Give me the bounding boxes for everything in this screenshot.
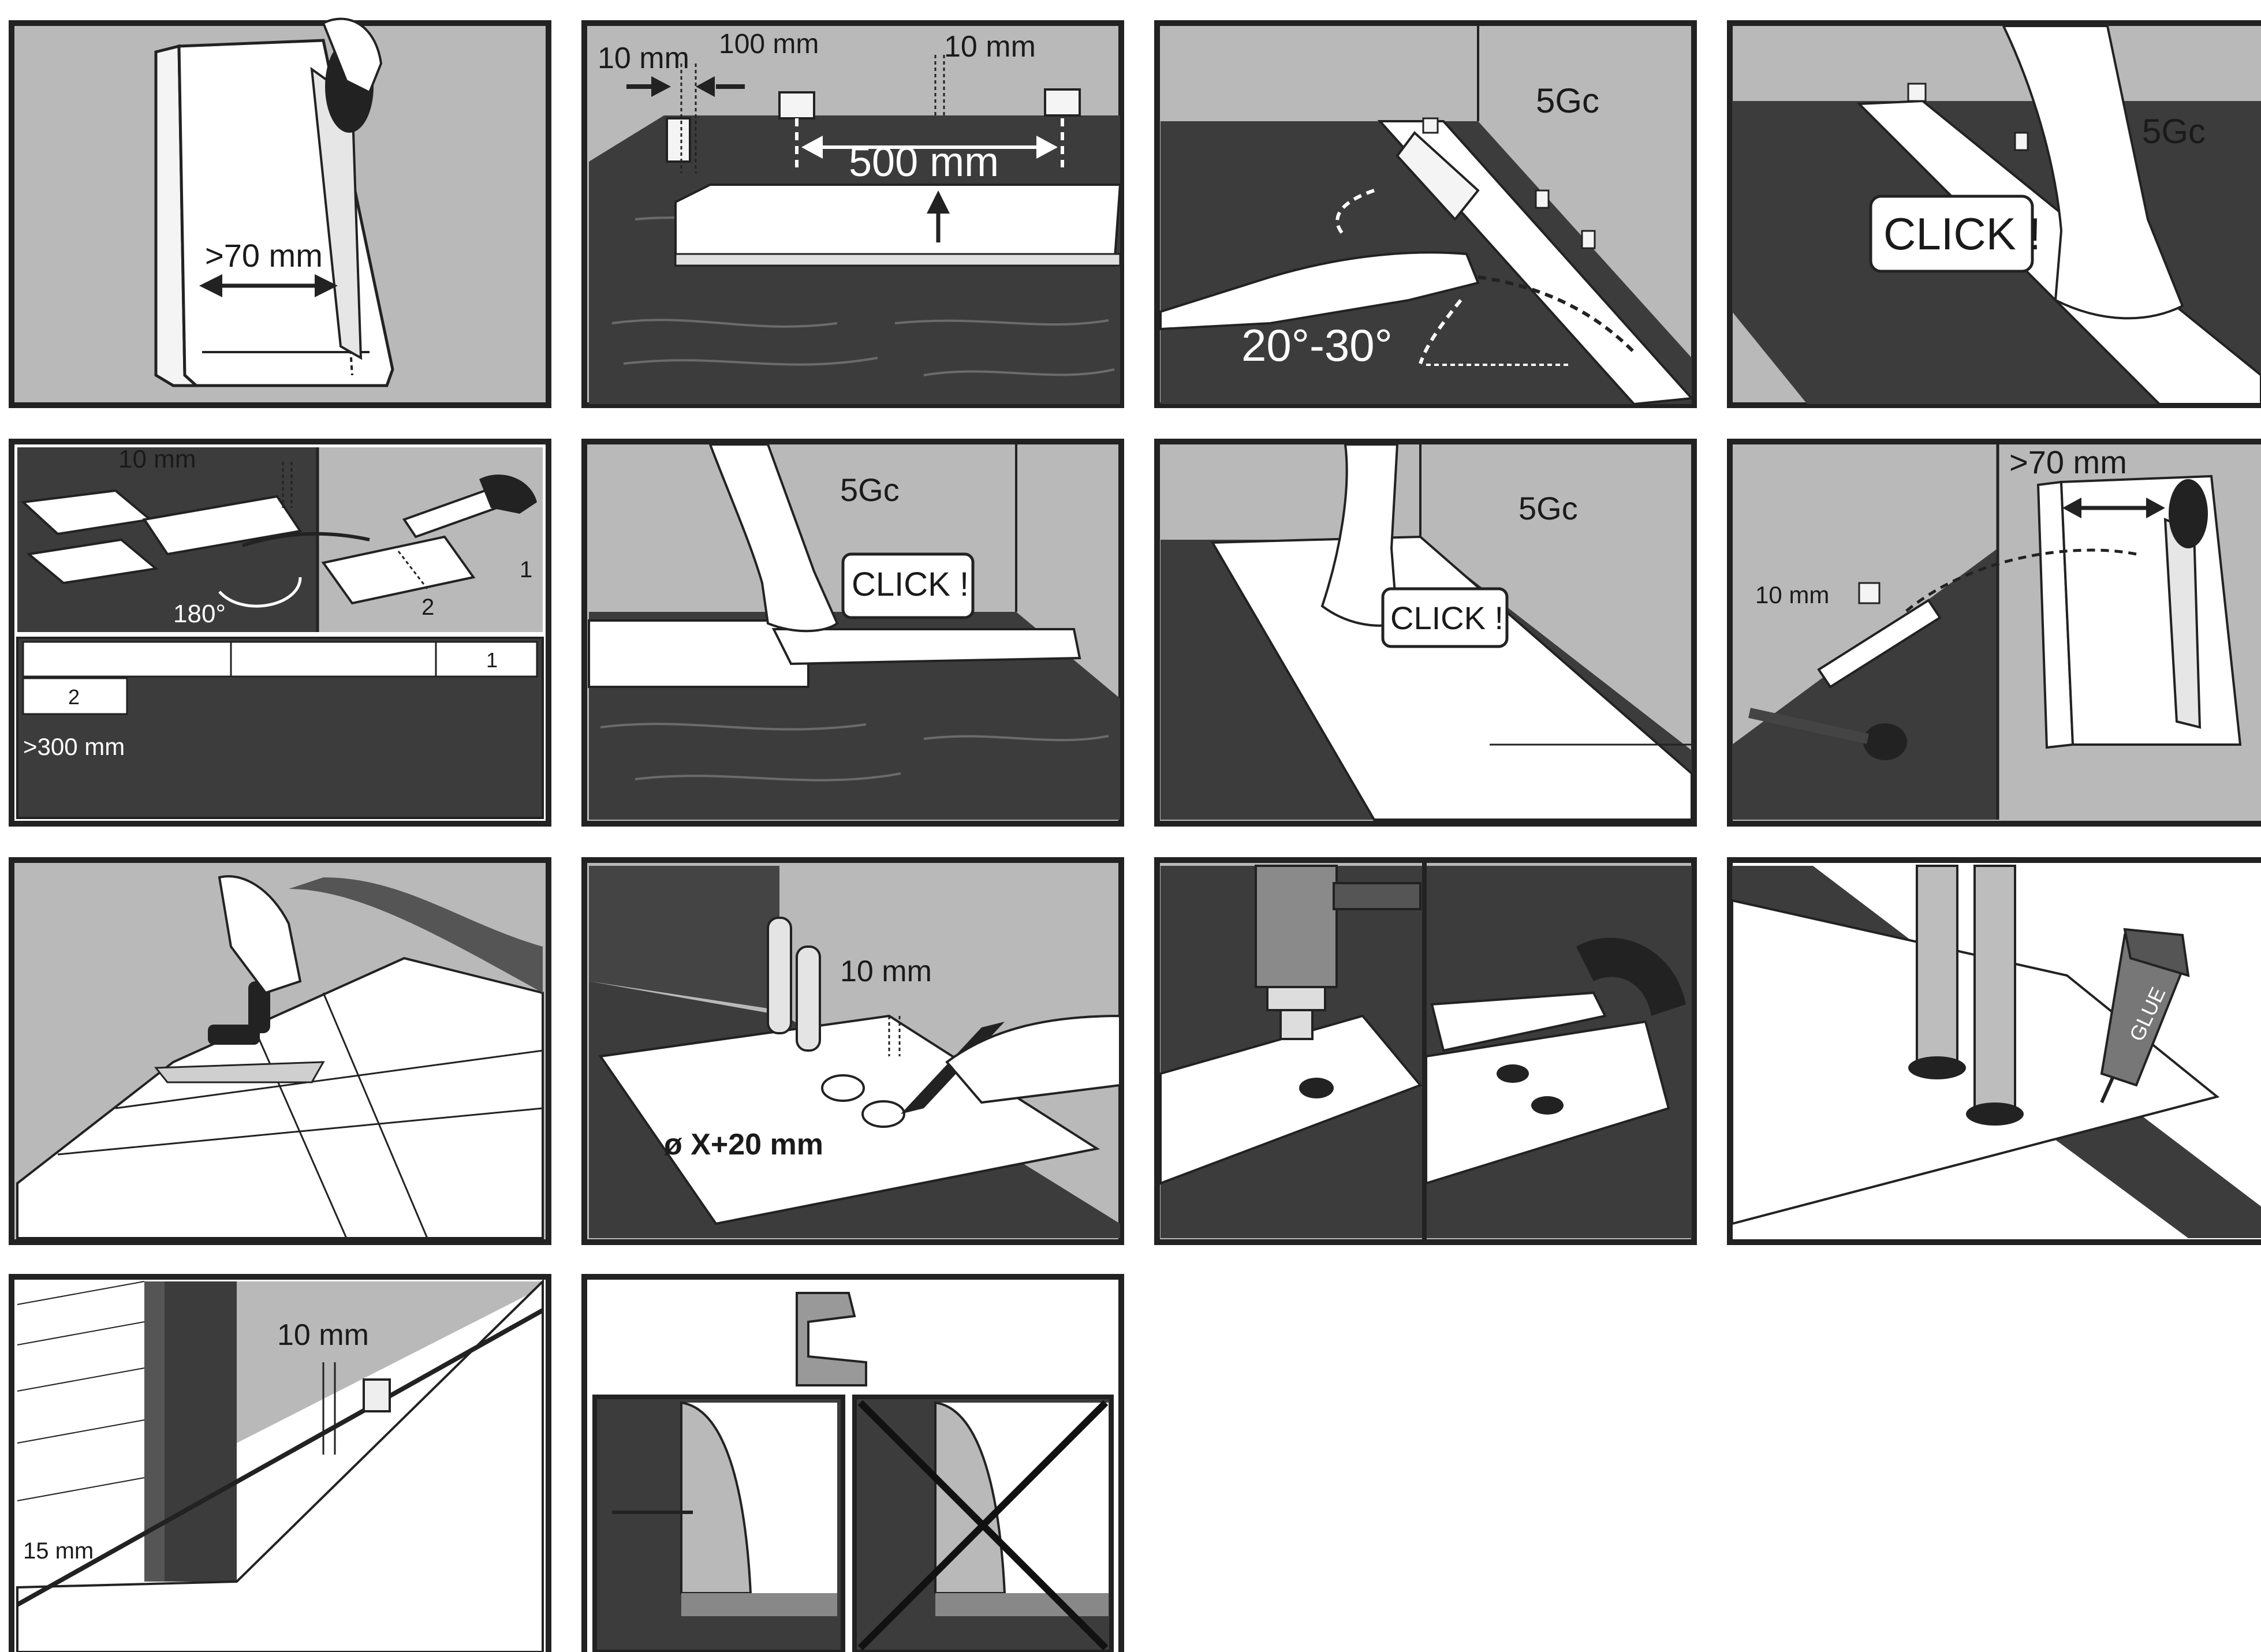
click-callout: CLICK !	[1883, 208, 2041, 259]
tape-measure-icon	[1748, 708, 1907, 760]
panel-13-door-frame: 10 mm 15 mm	[9, 1274, 551, 1652]
panel-11-drill-and-cut	[1154, 857, 1697, 1245]
hand-saw-icon	[402, 474, 537, 539]
hand-saw-icon	[1430, 937, 1686, 1052]
last-row-min-width-label: >70 mm	[2009, 444, 2127, 480]
panel-1-cut-first-board: >70 mm	[9, 17, 551, 408]
panel-6-click-short-side: CLICK ! 5Gc	[581, 439, 1124, 827]
spacer-offset-label: 100 mm	[719, 29, 819, 59]
panel-10-pipe-hole-marking: ø X 10 mm ø X+20 mm	[581, 857, 1124, 1245]
wall-gap-left-label: 10 mm	[598, 42, 689, 75]
forbidden-cross-icon	[857, 1400, 1109, 1651]
door-gap-label: 15 mm	[23, 1538, 94, 1564]
glue-tube-icon	[2100, 928, 2190, 1104]
panel-5-reuse-offcut: 10 mm 180° 1 2 1 2 >300 mm	[9, 439, 551, 827]
product-code-label: 5Gc	[1518, 490, 1578, 526]
panel-9-pull-bar	[9, 857, 551, 1245]
pipe-diameter-label: ø X	[727, 1034, 762, 1059]
spacer-icon	[1422, 83, 2029, 604]
offcut-piece-2-label: 2	[421, 595, 434, 620]
plank-row-1	[22, 641, 538, 678]
hand-saw-icon	[2163, 479, 2208, 729]
panel-12-glue-pipe-cutout: GLUE	[1727, 857, 2261, 1245]
row-piece-1-label: 1	[486, 648, 498, 672]
click-callout: CLICK !	[1390, 600, 1503, 636]
row-piece-2-label: 2	[68, 685, 80, 709]
panel-14-skirting-clip	[581, 1274, 1124, 1652]
panel-8-last-row: 10 mm >70 mm	[1727, 439, 2261, 827]
insertion-angle-label: 20°-30°	[1241, 320, 1393, 371]
wall-gap-label: 10 mm	[277, 1318, 369, 1352]
first-board-min-width-label: >70 mm	[205, 237, 323, 274]
hole-diameter-label: ø X+20 mm	[664, 1128, 823, 1161]
gap-label: 10 mm	[1755, 581, 1829, 608]
click-callout: CLICK !	[852, 566, 969, 603]
product-code-label: 5Gc	[840, 472, 900, 508]
dimension-arrow	[199, 274, 338, 297]
panel-2-spacer-placement: 10 mm 100 mm 10 mm 500 mm	[581, 20, 1124, 408]
drill-icon	[1255, 865, 1421, 1040]
rotation-label: 180°	[173, 600, 226, 628]
wall-gap-right-label: 10 mm	[944, 30, 1036, 63]
panel-3-angle-insertion: 5Gc 20°-30°	[1154, 20, 1697, 408]
hand-saw-icon	[310, 17, 383, 360]
spacer-spacing-label: 500 mm	[849, 139, 999, 185]
product-code-label: 5Gc	[1536, 81, 1599, 120]
gap-label: 10 mm	[118, 445, 196, 473]
panel-4-click-long-side: CLICK ! 5Gc	[1727, 20, 2261, 408]
offcut-piece-1-label: 1	[520, 557, 532, 582]
product-code-label: 5Gc	[2142, 112, 2206, 151]
wall-gap-label: 10 mm	[840, 955, 932, 988]
panel-7-click-next-row: CLICK ! 5Gc	[1154, 439, 1697, 827]
skirting-clip-icon	[796, 1292, 867, 1386]
spacer-icon	[666, 88, 1081, 163]
min-offset-label: >300 mm	[23, 733, 125, 760]
